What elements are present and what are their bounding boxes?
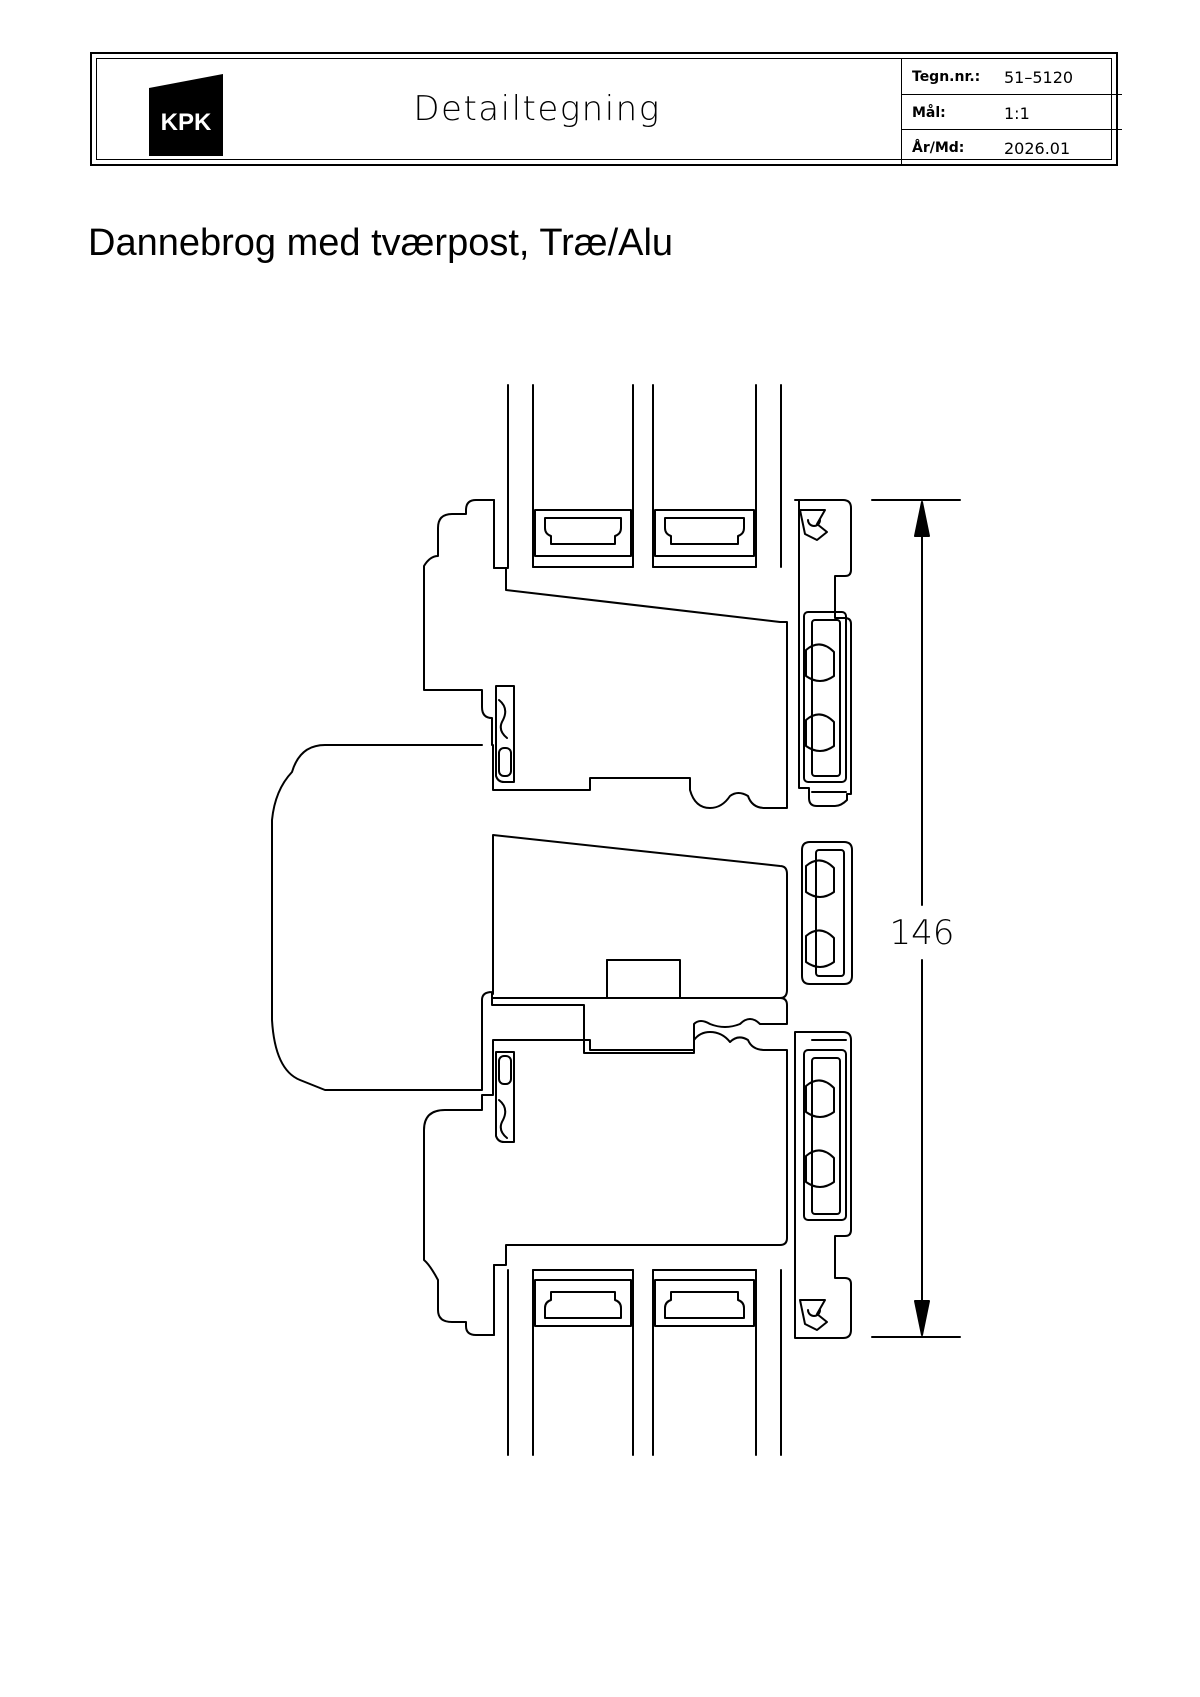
- lower-sash: [423, 1031, 788, 1336]
- dimension-label: 146: [890, 913, 955, 953]
- info-value: 1:1: [1004, 104, 1030, 123]
- alu-cladding-upper: [794, 499, 852, 807]
- info-table: Tegn.nr.: 51–5120 Mål: 1:1 År/Md: 2026.0…: [901, 59, 1122, 165]
- upper-sash: [423, 499, 788, 809]
- dimension-line: [871, 499, 961, 1338]
- info-row-scale: Mål: 1:1: [902, 94, 1122, 130]
- info-row-date: År/Md: 2026.01: [902, 129, 1122, 165]
- title-block: KPK Detailtegning Tegn.nr.: 51–5120 Mål:…: [90, 52, 1122, 166]
- drawing-title: Dannebrog med tværpost, Træ/Alu: [88, 222, 674, 264]
- title-block-frame: KPK Detailtegning Tegn.nr.: 51–5120 Mål:…: [96, 58, 1122, 165]
- info-key: Mål:: [912, 105, 946, 121]
- alu-cladding-middle: [801, 841, 853, 985]
- inner-gaskets: [495, 685, 515, 1143]
- upper-glass-unit: [507, 384, 782, 568]
- arrow-up-icon: [914, 501, 930, 537]
- info-key: År/Md:: [912, 140, 965, 156]
- transom-frame: [271, 744, 788, 1091]
- info-key: Tegn.nr.:: [912, 69, 981, 85]
- info-value: 2026.01: [1004, 139, 1071, 158]
- lower-glass-unit: [507, 1269, 782, 1456]
- sheet-title: Detailtegning: [413, 89, 661, 129]
- alu-cladding-lower: [794, 1031, 852, 1339]
- logo-text: KPK: [161, 109, 212, 136]
- info-row-drawing-number: Tegn.nr.: 51–5120: [902, 59, 1122, 94]
- kpk-logo: KPK: [149, 74, 223, 156]
- info-value: 51–5120: [1004, 68, 1074, 87]
- arrow-down-icon: [914, 1300, 930, 1336]
